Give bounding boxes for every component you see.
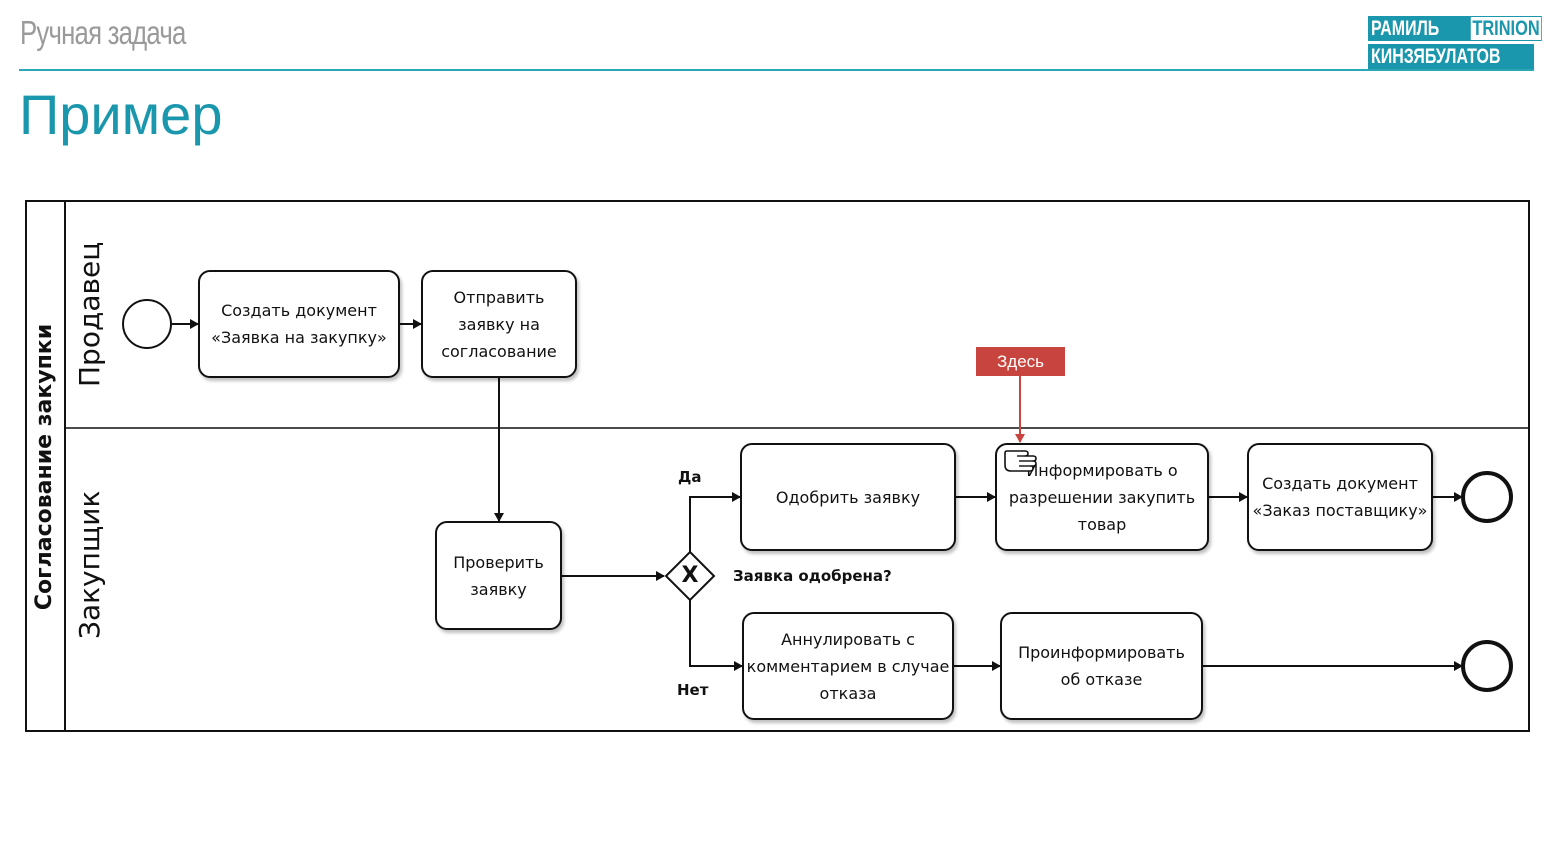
page-title: Пример (19, 83, 223, 146)
flow-gateway-yes (689, 492, 741, 552)
logo-line2: КИНЗЯБУЛАТОВ (1371, 45, 1501, 68)
task-inform-refusal-label: Проинформировать об отказе (1018, 643, 1185, 689)
hand-icon (1004, 450, 1037, 472)
end-event-rejected (1461, 640, 1513, 692)
pool (25, 200, 1530, 732)
task-check-request-label: Проверить заявку (453, 552, 544, 599)
lane-label-seller: Продавец (73, 241, 106, 387)
gateway-symbol: X (681, 563, 699, 588)
task-approve-request: Одобрить заявку (740, 443, 956, 551)
exclusive-gateway (664, 550, 716, 602)
task-create-request-label: Создать документ «Заявка на закупку» (211, 301, 387, 347)
flow-gateway-no (689, 600, 743, 671)
task-cancel-request-label: Аннулировать с комментарием в случае отк… (746, 629, 950, 703)
header-rule (19, 69, 1534, 71)
gateway-yes-label: Да (678, 468, 702, 486)
task-create-order: Создать документ «Заказ поставщику» (1247, 443, 1433, 551)
start-event (122, 299, 172, 349)
logo: РАМИЛЬ TRINION КИНЗЯБУЛАТОВ (1368, 16, 1543, 70)
task-send-request-label: Отправить заявку на согласование (441, 287, 557, 361)
task-inform-permission: Информировать о разрешении закупить това… (995, 443, 1209, 551)
lane-label-buyer: Закупщик (73, 490, 106, 639)
header-subtitle: Ручная задача (20, 14, 186, 51)
task-send-request: Отправить заявку на согласование (421, 270, 577, 378)
task-inform-permission-label: Информировать о разрешении закупить това… (1008, 460, 1196, 534)
logo-badge: TRINION (1470, 16, 1543, 41)
task-inform-refusal: Проинформировать об отказе (1000, 612, 1203, 720)
end-event-approved (1461, 471, 1513, 523)
task-cancel-request: Аннулировать с комментарием в случае отк… (742, 612, 954, 720)
gateway-no-label: Нет (677, 681, 709, 699)
pool-label: Согласование закупки (32, 323, 57, 611)
task-check-request: Проверить заявку (435, 521, 562, 630)
task-create-request: Создать документ «Заявка на закупку» (198, 270, 400, 378)
task-approve-request-label: Одобрить заявку (775, 487, 921, 507)
logo-line1: РАМИЛЬ (1371, 17, 1440, 40)
gateway-question: Заявка одобрена? (733, 567, 892, 585)
callout-label: Здесь (976, 347, 1065, 376)
task-create-order-label: Создать документ «Заказ поставщику» (1252, 474, 1428, 520)
